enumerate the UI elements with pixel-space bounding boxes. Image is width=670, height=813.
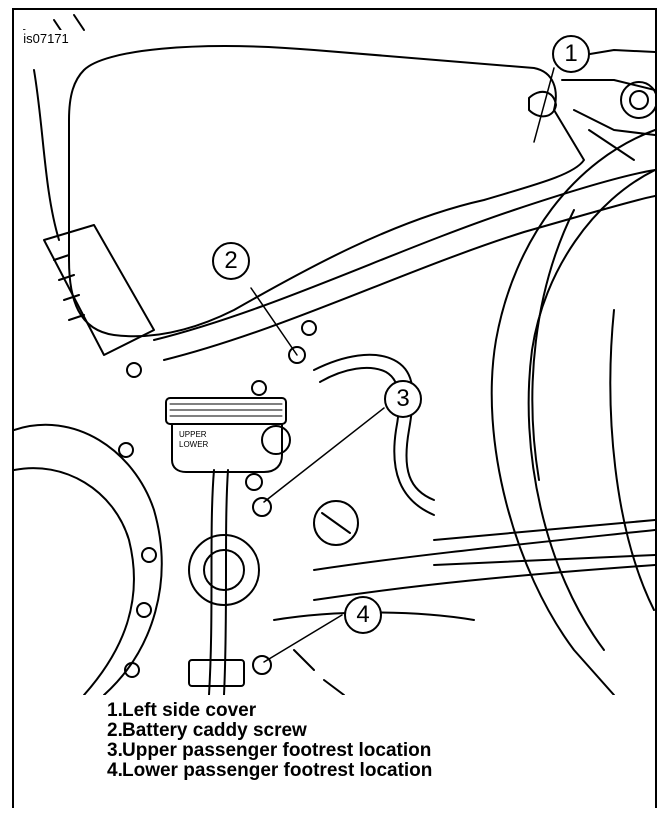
- legend-label: Lower passenger footrest location: [122, 760, 433, 781]
- upper-footrest-screw: [252, 497, 272, 517]
- screws: [126, 320, 317, 675]
- swingarm: [273, 519, 655, 621]
- legend-number: 2.: [107, 720, 123, 741]
- knob: [313, 500, 359, 546]
- legend-number: 1.: [107, 700, 123, 721]
- legend: 1. Left side cover 2. Battery caddy scre…: [14, 700, 655, 781]
- legend-number: 3.: [107, 740, 123, 761]
- motorcycle-left-side-illustration: UPPER LOWER: [14, 14, 655, 695]
- lower-footrest-screw: [252, 655, 272, 675]
- legend-label: Upper passenger footrest location: [122, 740, 432, 761]
- legend-number: 4.: [107, 760, 123, 781]
- footrest-mount: [188, 534, 345, 695]
- legend-label: Battery caddy screw: [122, 720, 307, 741]
- reservoir-upper-mark: UPPER: [179, 430, 207, 439]
- legend-item: 2. Battery caddy screw: [14, 720, 655, 741]
- legend-item: 1. Left side cover: [14, 700, 655, 721]
- callout-1: 1: [552, 35, 590, 73]
- legend-item: 3. Upper passenger footrest location: [14, 740, 655, 761]
- battery-caddy-screw: [288, 346, 306, 364]
- rear-wheel: [490, 129, 655, 695]
- reservoir-lower-mark: LOWER: [179, 440, 209, 449]
- callout-4: 4: [344, 596, 382, 634]
- left-side-cover: [68, 45, 585, 338]
- frame-rail: [153, 169, 655, 341]
- legend-label: Left side cover: [122, 700, 257, 721]
- figure-id: is07171: [16, 30, 76, 48]
- callout-3: 3: [384, 380, 422, 418]
- figure-frame: UPPER LOWER: [12, 8, 657, 808]
- leader-lines: [250, 67, 555, 663]
- cover-grommet: [528, 90, 557, 118]
- brake-reservoir: UPPER LOWER: [165, 397, 291, 473]
- engine-primary-cover: [14, 423, 163, 695]
- callout-2: 2: [212, 242, 250, 280]
- legend-item: 4. Lower passenger footrest location: [14, 760, 655, 781]
